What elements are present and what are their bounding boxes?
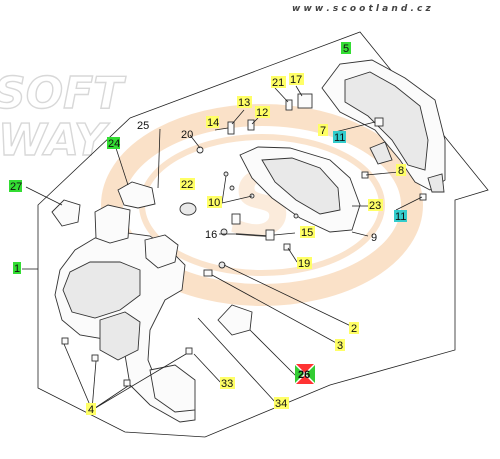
callout-10: 10 <box>208 197 220 209</box>
softway-watermark: SOFT WAY <box>0 67 127 166</box>
callout-26-marker <box>295 364 315 384</box>
upper-cover-part <box>239 146 361 233</box>
callout-12: 12 <box>256 107 268 119</box>
callout-8: 8 <box>398 165 404 177</box>
callout-20: 20 <box>181 129 193 141</box>
callout-23: 23 <box>369 200 381 212</box>
callout-labels: 27 1 24 25 20 22 14 10 16 13 12 21 17 5 … <box>9 42 407 416</box>
tray-part-26 <box>217 304 253 336</box>
callout-9: 9 <box>371 232 377 244</box>
bracket-part-27 <box>51 199 81 227</box>
callout-2: 2 <box>351 323 357 335</box>
callout-4: 4 <box>88 404 94 416</box>
bracket-part-24 <box>117 181 156 209</box>
inner-panel-part <box>54 204 196 423</box>
site-url: w w w . s c o o t l a n d . c z <box>292 4 431 14</box>
watermark-line-2: WAY <box>0 115 110 166</box>
callout-14: 14 <box>207 117 219 129</box>
callout-19: 19 <box>298 258 310 270</box>
right-shield-part <box>321 59 446 193</box>
callout-16: 16 <box>205 229 217 241</box>
callout-17: 17 <box>290 74 302 86</box>
callout-3: 3 <box>337 340 343 352</box>
diagram-frame <box>37 31 489 438</box>
watermark-line-1: SOFT <box>0 68 126 119</box>
callout-21: 21 <box>272 77 284 89</box>
callout-15: 15 <box>301 227 313 239</box>
callout-7: 7 <box>320 125 326 137</box>
callout-34: 34 <box>275 398 287 410</box>
leader-lines <box>22 85 423 411</box>
callout-26: 26 <box>298 369 310 381</box>
callout-13: 13 <box>238 97 250 109</box>
callout-25: 25 <box>137 120 149 132</box>
callout-1: 1 <box>14 263 20 275</box>
callout-24: 24 <box>108 138 120 150</box>
callout-33: 33 <box>221 378 233 390</box>
callout-11-bottom: 11 <box>395 211 406 223</box>
callout-22: 22 <box>181 179 193 191</box>
callout-11-top: 11 <box>334 132 345 144</box>
callout-27: 27 <box>10 181 22 193</box>
callout-5: 5 <box>343 43 349 55</box>
grommet-part-22 <box>179 202 197 216</box>
